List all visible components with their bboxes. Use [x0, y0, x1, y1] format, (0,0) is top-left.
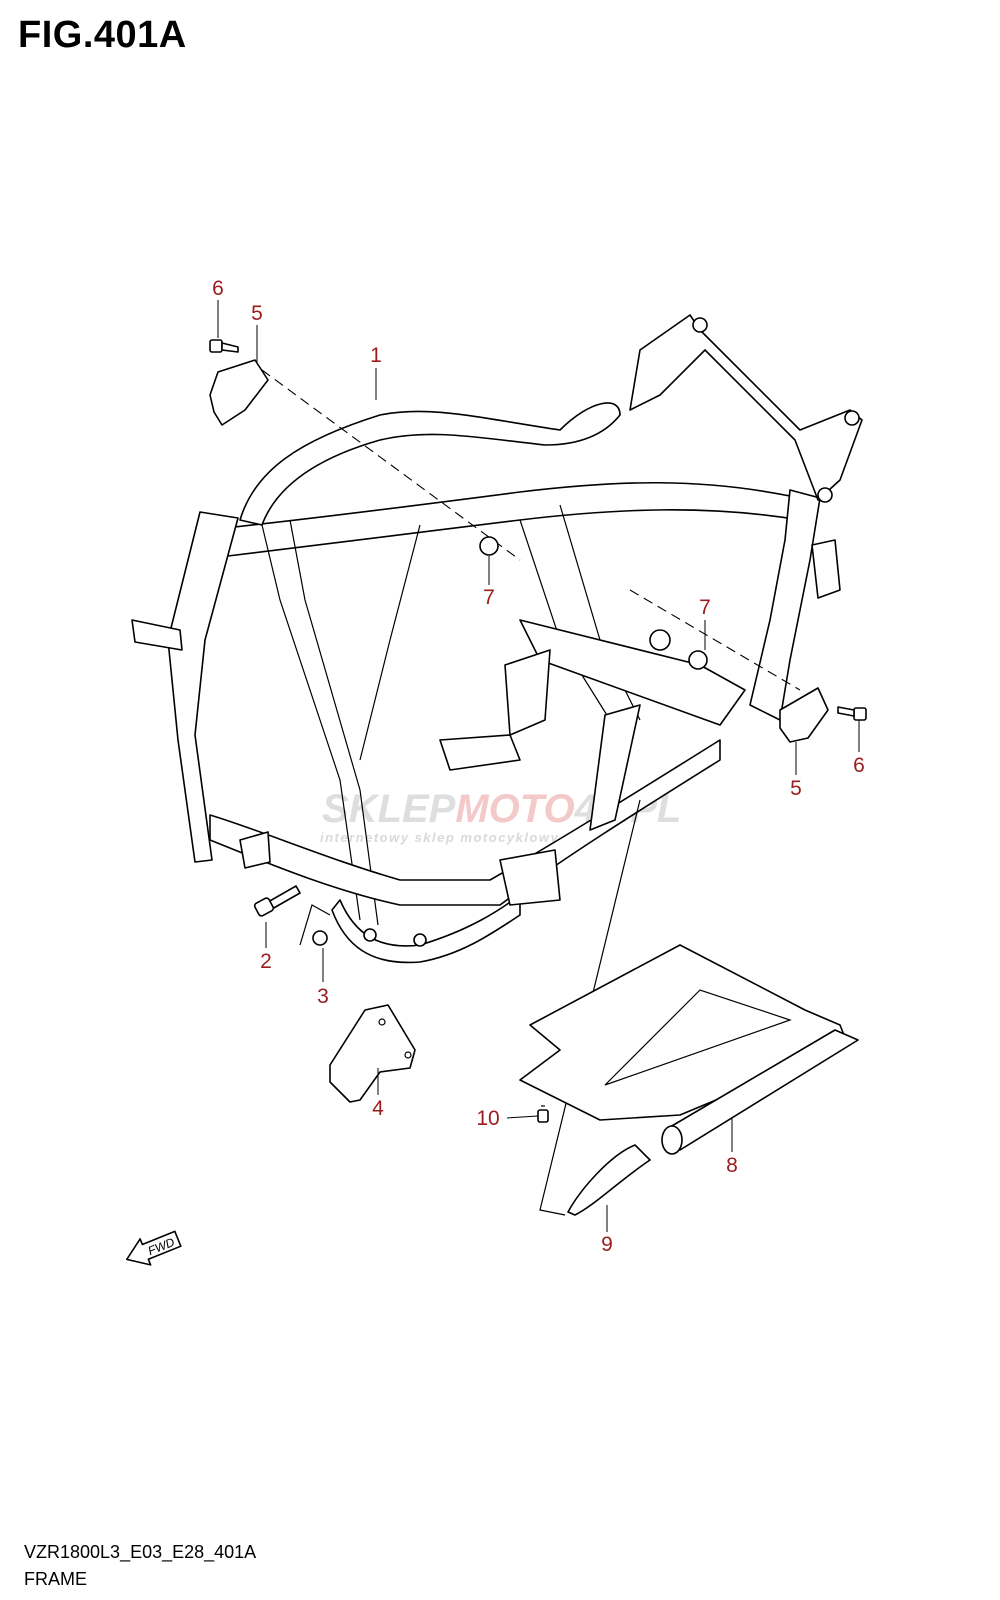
callout-7-left: 7 [483, 586, 495, 609]
callout-8: 8 [726, 1154, 738, 1177]
callout-2: 2 [260, 950, 272, 973]
figure-name: FRAME [24, 1569, 87, 1589]
callout-5-right: 5 [790, 777, 802, 800]
callout-6-right: 6 [853, 754, 865, 777]
fwd-arrow-icon: FWD [126, 1230, 182, 1266]
part-9-cap [567, 1144, 651, 1216]
leader-lines [217, 300, 860, 1232]
callout-5-left: 5 [251, 302, 263, 325]
callout-10: 10 [476, 1107, 499, 1130]
assembly-line-right [629, 589, 801, 691]
assembly-line-left [261, 369, 521, 561]
part-6-bolt-left [209, 339, 239, 353]
figure-code: VZR1800L3_E03_E28_401A [24, 1542, 257, 1562]
callout-3: 3 [317, 985, 329, 1008]
part-6-bolt-right [837, 706, 867, 721]
part-7-grommet-right [688, 650, 708, 670]
watermark-tagline: internetowy sklep motocyklowy [320, 830, 559, 845]
callout-9: 9 [601, 1233, 613, 1256]
frame-main [131, 314, 863, 964]
callout-7-right: 7 [699, 596, 711, 619]
part-7-grommet-left [479, 536, 499, 556]
part-3-nut [299, 904, 331, 946]
part-5-bracket-left [209, 359, 269, 426]
part-2-bolt [253, 885, 301, 917]
part-8-cover [519, 944, 859, 1155]
subassembly-pointer [539, 799, 641, 1216]
callout-6-left: 6 [212, 277, 224, 300]
callouts: 1 2 3 4 5 5 6 6 7 7 8 9 10 [212, 277, 865, 1256]
part-10-screw [537, 1105, 549, 1123]
callout-4: 4 [372, 1097, 384, 1120]
part-5-bracket-right [779, 687, 829, 743]
part-4-bracket [329, 1004, 416, 1103]
callout-1: 1 [370, 344, 382, 367]
figure-title: FIG.401A [18, 14, 187, 56]
